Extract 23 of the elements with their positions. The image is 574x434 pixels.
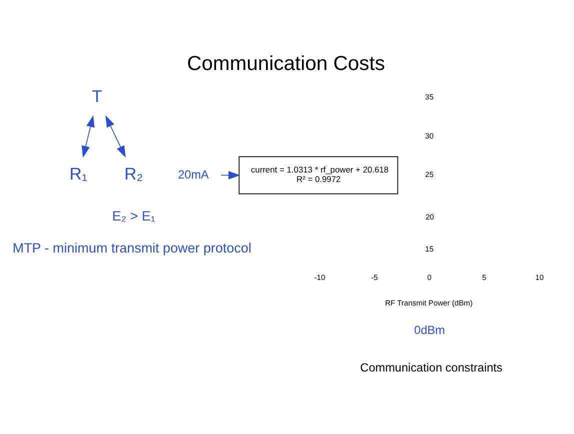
node-text: R₁ — [70, 164, 88, 184]
label: -10 — [314, 273, 326, 282]
label: 5 — [482, 273, 486, 282]
label: -5 — [371, 273, 378, 282]
label: 25 — [425, 170, 434, 180]
label: 0 — [427, 273, 432, 282]
node-text: T — [92, 86, 102, 106]
label: 20 — [426, 212, 434, 222]
node-box: current = 1.0313 * rf_power + 20.618 R² = 0.9972 — [238, 156, 398, 194]
label: 10 — [535, 273, 544, 282]
label: 15 — [425, 244, 434, 254]
arrow — [82, 115, 94, 158]
label: 30 — [425, 131, 434, 140]
diagram-title: Communication Costs — [187, 52, 385, 75]
label: RF Transmit Power (dBm) — [385, 298, 473, 308]
node-text: 20mA — [178, 167, 209, 182]
label: 0dBm — [414, 323, 446, 338]
caption: Communication constraints — [360, 360, 502, 375]
arrow — [105, 115, 126, 158]
label: 35 — [425, 92, 434, 102]
label: MTP - minimum transmit power protocol — [12, 240, 252, 256]
label: E₂ > E₁ — [112, 208, 156, 224]
node-text: R₂ — [124, 164, 144, 184]
